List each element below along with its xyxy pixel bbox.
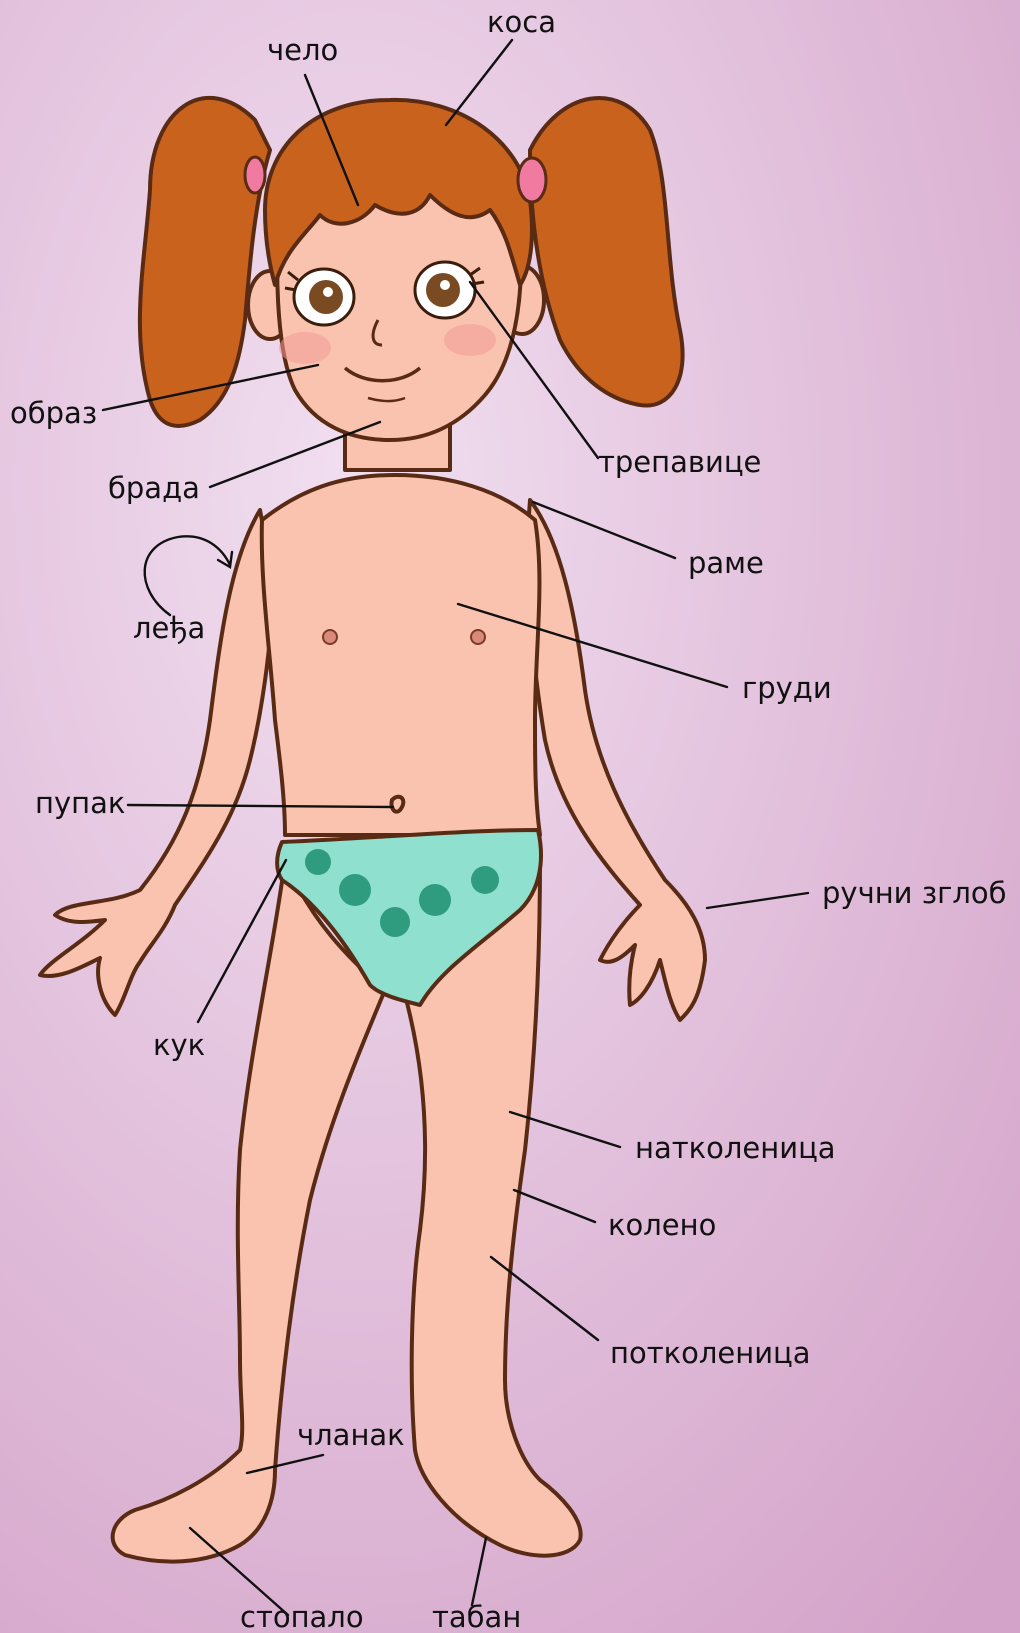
left-hair-tie xyxy=(245,157,265,193)
label-obraz: образ xyxy=(10,396,97,430)
right-eye-shine xyxy=(440,280,450,290)
left-nipple xyxy=(323,630,337,644)
label-stopalo: стопало xyxy=(240,1600,364,1633)
label-koleno: колено xyxy=(608,1208,716,1242)
label-kosa: коса xyxy=(487,5,556,39)
torso xyxy=(262,475,540,835)
left-eye-shine xyxy=(323,287,333,297)
label-rucni-zglob: ручни зглоб xyxy=(822,876,1007,910)
label-natkolenica: натколеница xyxy=(635,1131,836,1165)
label-chlanak: чланак xyxy=(297,1418,405,1452)
label-taban: табан xyxy=(432,1600,521,1633)
label-trepavice: трепавице xyxy=(598,445,761,479)
label-potkolenica: потколеница xyxy=(610,1336,811,1370)
right-cheek-blush xyxy=(444,324,496,356)
label-grudi: груди xyxy=(742,671,832,705)
label-brada: брада xyxy=(108,471,200,505)
label-ledja: леђа xyxy=(133,611,205,645)
right-iris xyxy=(426,273,460,307)
label-kuk: кук xyxy=(153,1028,205,1062)
left-iris xyxy=(309,280,343,314)
label-pupak: пупак xyxy=(35,786,125,820)
left-cheek-blush xyxy=(279,332,331,364)
right-nipple xyxy=(471,630,485,644)
label-chelo: чело xyxy=(267,33,338,67)
label-rame: раме xyxy=(688,546,764,580)
right-hair-tie xyxy=(518,158,546,202)
